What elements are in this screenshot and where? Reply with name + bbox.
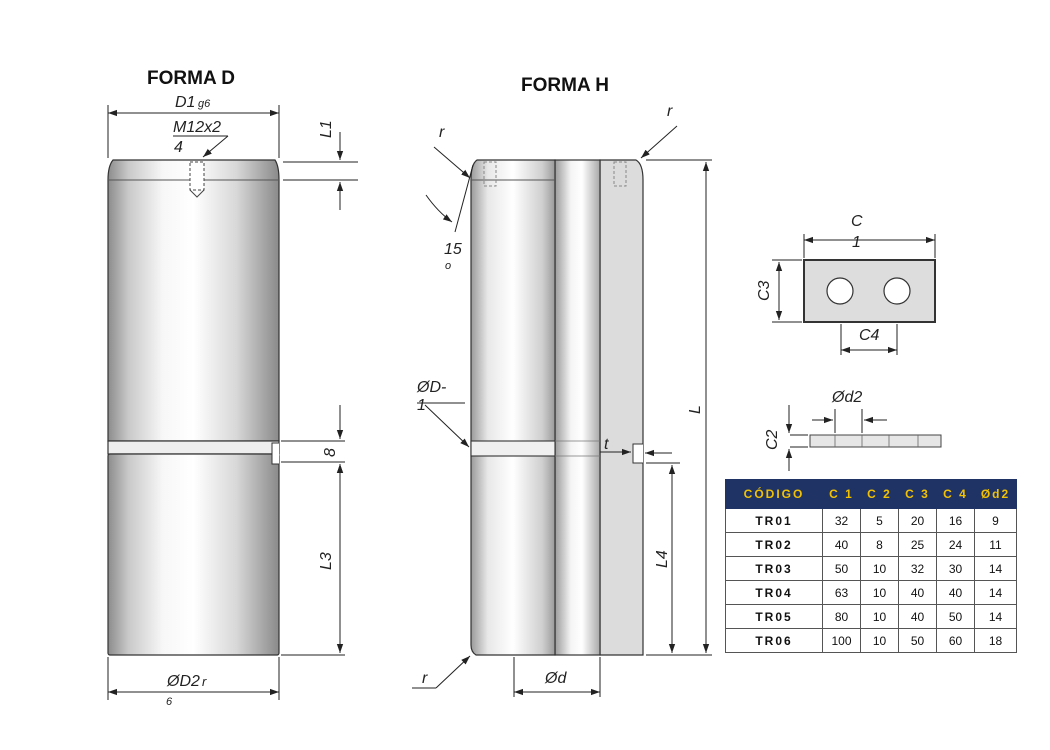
table-row: TR01 32 5 20 16 9 xyxy=(725,508,1017,533)
plate-d2-label: Ød2 xyxy=(831,389,862,406)
plate-top-view xyxy=(803,259,936,323)
radius-bottom-label: r xyxy=(422,670,428,687)
forma-h-part xyxy=(470,159,644,656)
plate-c1-index: 1 xyxy=(852,234,861,251)
table-cell: 30 xyxy=(936,556,975,581)
table-header: C 4 xyxy=(936,479,975,509)
table-header-row: CÓDIGO C 1 C 2 C 3 C 4 Ød2 xyxy=(725,479,1017,509)
plate-c2-label: C2 xyxy=(764,429,781,450)
table-cell: 16 xyxy=(936,508,975,533)
d1-tolerance: g6 xyxy=(198,98,211,110)
d1-label: D1 xyxy=(175,94,195,111)
table-cell-code: TR02 xyxy=(725,532,823,557)
table-cell: 10 xyxy=(860,556,899,581)
threaded-hole xyxy=(189,161,205,198)
table-cell: 14 xyxy=(974,604,1017,629)
table-cell: 10 xyxy=(860,604,899,629)
table-cell: 40 xyxy=(822,532,861,557)
table-cell: 5 xyxy=(860,508,899,533)
radius-top-left-label: r xyxy=(439,124,445,141)
table-cell: 11 xyxy=(974,532,1017,557)
d2-label: ØD2 xyxy=(166,673,200,690)
table-cell: 24 xyxy=(936,532,975,557)
bore-d1-label: ØD- xyxy=(416,379,446,396)
table-cell: 32 xyxy=(898,556,937,581)
table-cell: 60 xyxy=(936,628,975,653)
table-cell: 63 xyxy=(822,580,861,605)
table-cell: 50 xyxy=(898,628,937,653)
thread-label: M12x2 xyxy=(173,119,221,136)
table-cell-code: TR06 xyxy=(725,628,823,653)
groove-width-label: 8 xyxy=(322,448,339,457)
table-cell: 50 xyxy=(822,556,861,581)
dimensions-table: CÓDIGO C 1 C 2 C 3 C 4 Ød2 TR01 32 5 20 … xyxy=(725,479,1017,653)
table-cell: 20 xyxy=(898,508,937,533)
table-header: C 3 xyxy=(898,479,937,509)
plate-c3-label: C3 xyxy=(756,280,773,301)
table-row: TR06 100 10 50 60 18 xyxy=(725,628,1017,653)
table-row: TR03 50 10 32 30 14 xyxy=(725,556,1017,581)
bore-d1-sub: 1 xyxy=(417,397,426,414)
thread-depth-label: 4 xyxy=(174,139,183,156)
chamfer-angle-unit: o xyxy=(445,260,451,272)
table-cell: 8 xyxy=(860,532,899,557)
l3-label: L3 xyxy=(318,552,335,570)
table-row: TR02 40 8 25 24 11 xyxy=(725,532,1017,557)
table-cell: 100 xyxy=(822,628,861,653)
table-cell: 10 xyxy=(860,580,899,605)
table-cell: 14 xyxy=(974,556,1017,581)
table-cell: 50 xyxy=(936,604,975,629)
table-header: Ød2 xyxy=(974,479,1017,509)
table-cell-code: TR01 xyxy=(725,508,823,533)
forma-d-title: FORMA D xyxy=(147,68,235,89)
table-cell: 40 xyxy=(898,580,937,605)
plate-c4-label: C4 xyxy=(859,327,880,344)
forma-h-title: FORMA H xyxy=(521,75,609,96)
plate-c1-label: C xyxy=(851,213,863,230)
radius-top-right-label: r xyxy=(667,103,673,120)
plate-side-view xyxy=(809,434,942,448)
table-cell: 14 xyxy=(974,580,1017,605)
table-cell: 18 xyxy=(974,628,1017,653)
table-cell-code: TR04 xyxy=(725,580,823,605)
length-l4-label: L4 xyxy=(654,550,671,568)
chamfer-angle-label: 15 xyxy=(444,241,462,258)
table-cell-code: TR03 xyxy=(725,556,823,581)
table-cell: 40 xyxy=(936,580,975,605)
table-header: C 1 xyxy=(822,479,861,509)
table-row: TR04 63 10 40 40 14 xyxy=(725,580,1017,605)
length-l-label: L xyxy=(687,405,704,414)
table-row: TR05 80 10 40 50 14 xyxy=(725,604,1017,629)
forma-d-part xyxy=(107,159,280,656)
table-cell: 25 xyxy=(898,532,937,557)
table-cell: 9 xyxy=(974,508,1017,533)
table-cell: 80 xyxy=(822,604,861,629)
d2-fit: r xyxy=(202,674,207,689)
table-header: C 2 xyxy=(860,479,899,509)
groove-depth-label: t xyxy=(604,436,609,453)
table-cell: 10 xyxy=(860,628,899,653)
d2-tolerance: 6 xyxy=(166,696,173,708)
bore-d-label: Ød xyxy=(544,670,567,687)
table-header: CÓDIGO xyxy=(725,479,823,509)
l1-label: L1 xyxy=(318,120,335,138)
table-cell: 40 xyxy=(898,604,937,629)
table-cell-code: TR05 xyxy=(725,604,823,629)
table-cell: 32 xyxy=(822,508,861,533)
